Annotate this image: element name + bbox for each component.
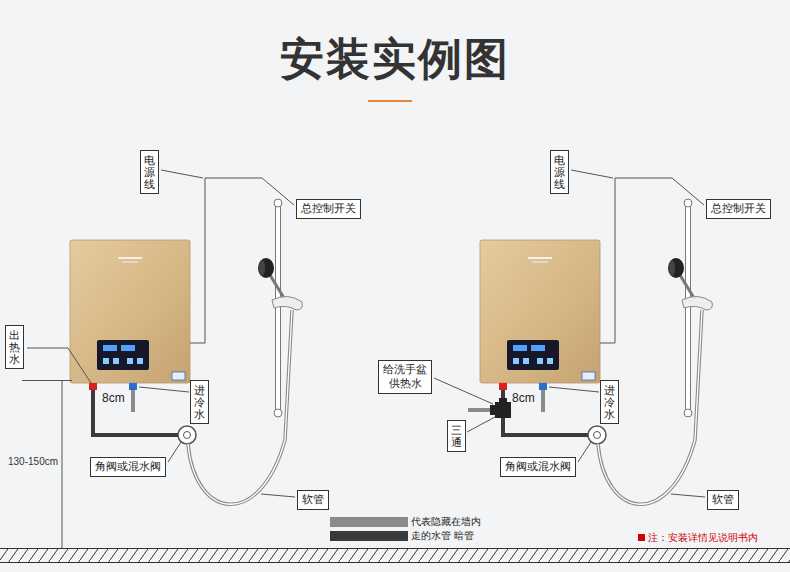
tee-fitting	[434, 378, 511, 432]
callout-box: 给洗手盆供热水	[378, 360, 432, 394]
legend-text: 代表隐藏在墙内	[411, 515, 481, 529]
callout-box: 总控制开关	[296, 199, 361, 219]
height-dimension	[22, 380, 72, 381]
callout-text: 总控制开关	[711, 202, 766, 216]
dimension-label: 8cm	[102, 391, 125, 405]
page-title: 安装实例图	[0, 30, 790, 89]
callout-box: 电源线	[550, 150, 569, 194]
floor	[0, 548, 790, 549]
floor	[0, 562, 790, 563]
callout-box: 进冷水	[600, 380, 619, 424]
height-dimension	[62, 380, 63, 548]
dimension-label: 8cm	[512, 391, 535, 405]
legend-swatch	[330, 531, 408, 541]
legend-swatch	[330, 517, 408, 527]
callout-box: 软管	[707, 490, 739, 510]
installation-right	[480, 170, 712, 504]
callout-text: 三通	[451, 424, 462, 448]
callout-text: 电源线	[144, 154, 155, 190]
height-dimension	[22, 348, 91, 548]
leader-line	[434, 378, 493, 404]
callout-text: 角阀或混水阀	[95, 460, 161, 474]
legend-text: 走的水管 暗管	[411, 529, 474, 543]
callout-box: 总控制开关	[706, 199, 771, 219]
tee-fitting	[495, 402, 511, 418]
callout-box: 角阀或混水阀	[90, 457, 166, 477]
callout-box: 三通	[447, 420, 466, 452]
callout-box: 出热水	[5, 325, 24, 369]
callout-text: 软管	[302, 493, 324, 507]
installation-left	[70, 170, 302, 504]
floor	[0, 549, 790, 563]
floor	[0, 549, 790, 562]
note-text: 注：安装详情见说明书内	[648, 531, 758, 545]
callout-text: 进冷水	[604, 384, 615, 420]
callout-box: 软管	[297, 490, 329, 510]
leader-line	[467, 417, 495, 432]
callout-text: 软管	[712, 493, 734, 507]
note-marker	[638, 534, 645, 541]
callout-text: 总控制开关	[301, 202, 356, 216]
callout-text: 电源线	[554, 154, 565, 190]
legend-row: 走的水管 暗管	[330, 529, 481, 543]
tee-fitting	[499, 398, 507, 403]
title-underline	[368, 100, 412, 102]
callout-box: 电源线	[140, 150, 159, 194]
callout-text: 角阀或混水阀	[505, 460, 571, 474]
legend: 代表隐藏在墙内走的水管 暗管	[330, 515, 481, 543]
callout-text: 出热水	[9, 329, 20, 365]
dimension-label: 130-150cm	[8, 456, 58, 467]
callout-box: 角阀或混水阀	[500, 457, 576, 477]
callout-box: 进冷水	[190, 380, 209, 424]
height-dimension	[27, 348, 91, 383]
callout-text: 给洗手盆供热水	[383, 363, 427, 391]
callout-text: 进冷水	[194, 384, 205, 420]
tee-fitting	[490, 405, 496, 415]
legend-row: 代表隐藏在墙内	[330, 515, 481, 529]
